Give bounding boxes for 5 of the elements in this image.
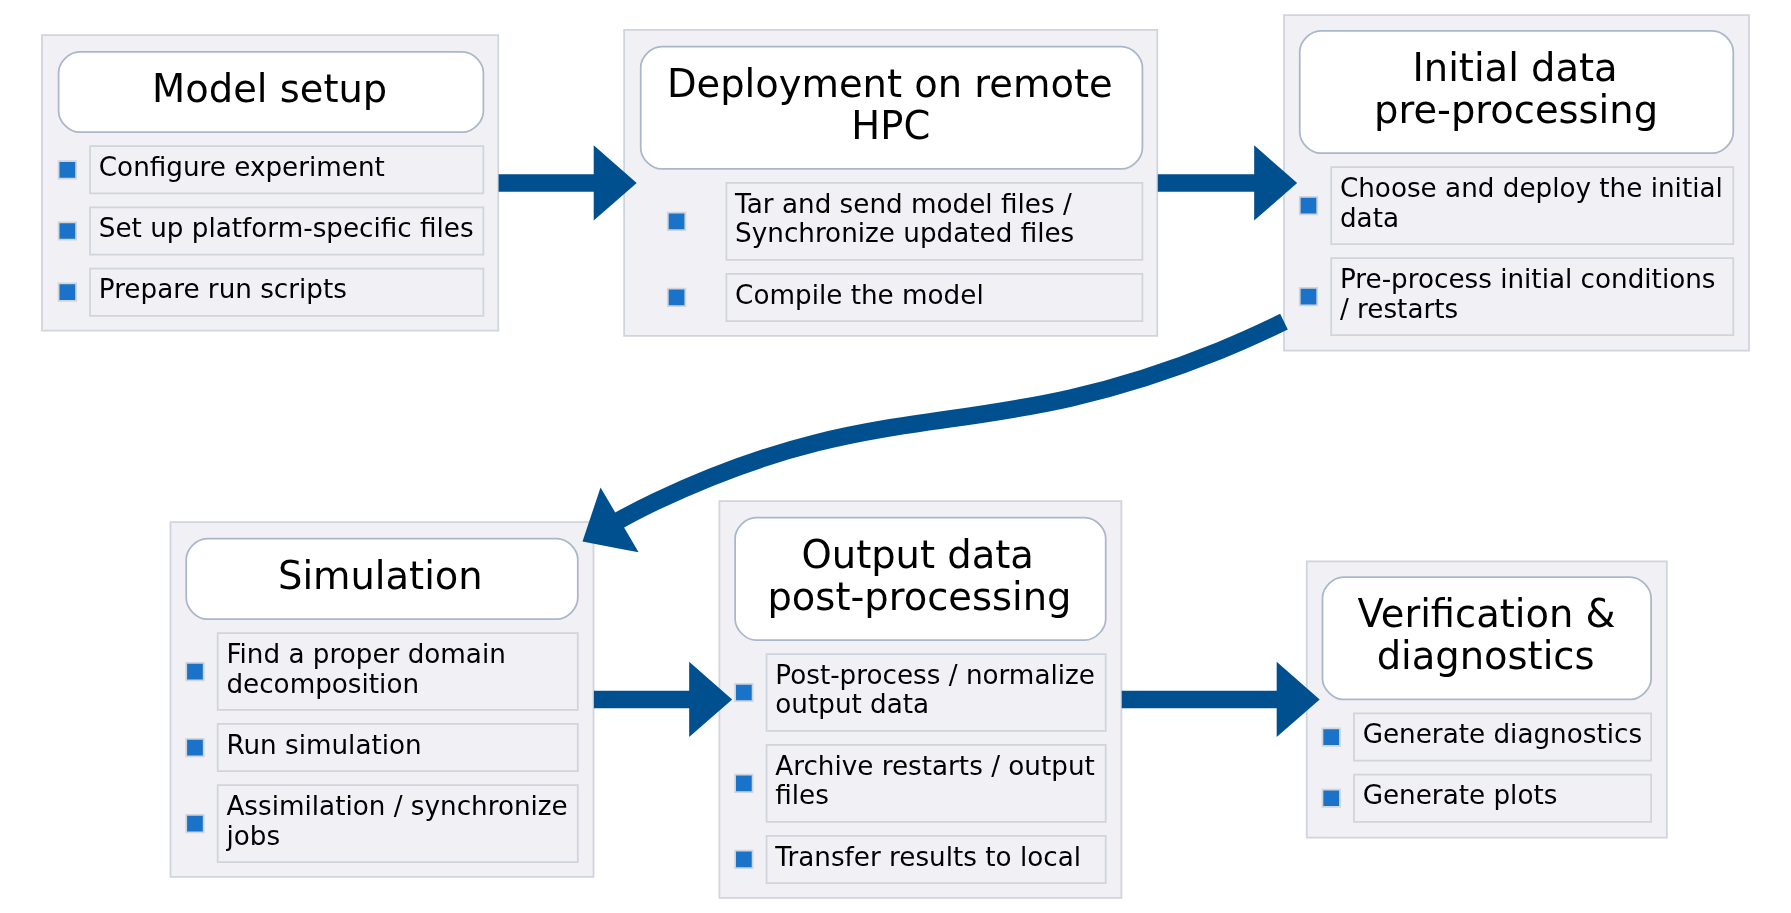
- arrow: [498, 145, 637, 221]
- arrow: [582, 313, 1288, 553]
- arrow: [1157, 145, 1298, 221]
- arrow: [593, 661, 733, 738]
- arrow: [1121, 661, 1320, 738]
